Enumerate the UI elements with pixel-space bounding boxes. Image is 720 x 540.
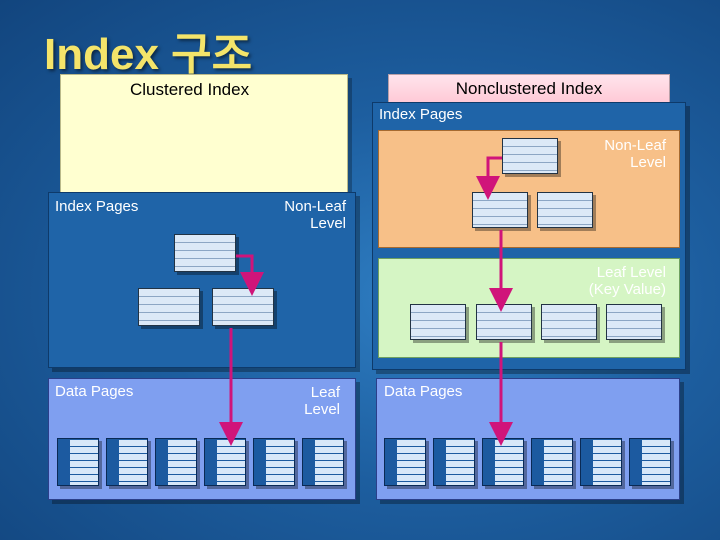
clustered-arrow-root-to-intermediate bbox=[236, 254, 264, 296]
clustered-data-pages-label: Data Pages bbox=[55, 383, 134, 400]
clustered-data-page bbox=[302, 438, 344, 486]
nonclustered-data-page bbox=[433, 438, 475, 486]
nonclustered-leaf-page-4 bbox=[606, 304, 662, 340]
clustered-data-page bbox=[106, 438, 148, 486]
nonclustered-index-label: Nonclustered Index bbox=[455, 79, 603, 98]
clustered-root-page bbox=[174, 234, 236, 272]
nonclustered-intermediate-page-2 bbox=[537, 192, 593, 228]
clustered-non-leaf-level-label: Non-Leaf Level bbox=[284, 198, 346, 232]
nonclustered-leaf-level-label: Leaf Level (Key Value) bbox=[588, 264, 666, 298]
nonclustered-root-page bbox=[502, 138, 558, 174]
nonclustered-index-pages-label: Index Pages bbox=[379, 106, 463, 123]
clustered-data-page bbox=[57, 438, 99, 486]
nonclustered-intermediate-page-1 bbox=[472, 192, 528, 228]
clustered-data-page-target bbox=[204, 438, 246, 486]
clustered-index-pages-label: Index Pages bbox=[55, 198, 139, 215]
clustered-data-page bbox=[155, 438, 197, 486]
nonclustered-data-page bbox=[531, 438, 573, 486]
clustered-index-label: Clustered Index bbox=[130, 80, 250, 99]
nonclustered-data-page bbox=[580, 438, 622, 486]
nonclustered-data-pages-label: Data Pages bbox=[384, 383, 463, 400]
nonclustered-data-page-target bbox=[482, 438, 524, 486]
clustered-index-header-panel bbox=[60, 74, 348, 196]
clustered-data-page bbox=[253, 438, 295, 486]
nonclustered-leaf-page-3 bbox=[541, 304, 597, 340]
nonclustered-leaf-page-1 bbox=[410, 304, 466, 340]
nonclustered-arrow-root-to-intermediate bbox=[476, 156, 502, 200]
nonclustered-data-page bbox=[384, 438, 426, 486]
clustered-intermediate-page-1 bbox=[138, 288, 200, 326]
clustered-leaf-level-label: Leaf Level bbox=[304, 384, 340, 418]
nonclustered-data-page bbox=[629, 438, 671, 486]
page-title: Index 구조 bbox=[44, 30, 253, 79]
clustered-index-pages-area bbox=[48, 192, 356, 368]
nonclustered-index-header-panel: Nonclustered Index bbox=[388, 74, 670, 104]
nonclustered-non-leaf-level-label: Non-Leaf Level bbox=[604, 137, 666, 171]
